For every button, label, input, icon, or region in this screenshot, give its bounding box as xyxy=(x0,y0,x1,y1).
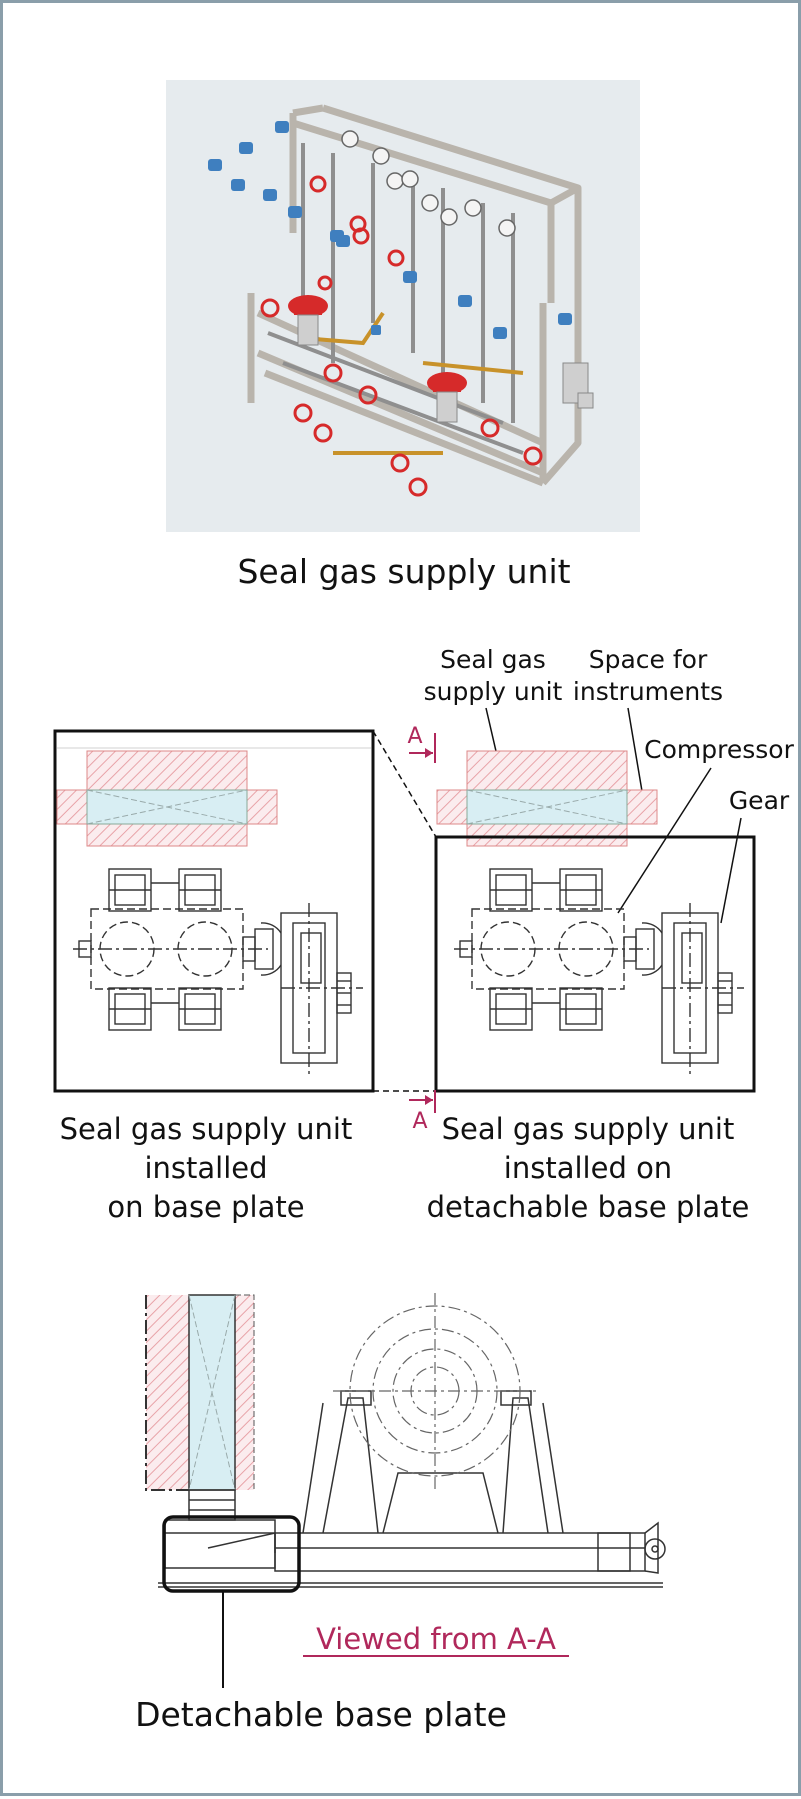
leader-compressor xyxy=(617,767,712,914)
svg-text:A: A xyxy=(407,724,422,749)
photo-caption: Seal gas supply unit xyxy=(237,552,570,591)
view-label: Viewed from A-A xyxy=(316,1622,556,1656)
svg-text:installed on: installed on xyxy=(504,1151,672,1185)
svg-text:Seal gas supply unit: Seal gas supply unit xyxy=(442,1112,735,1146)
section-view xyxy=(145,1293,666,1688)
callout-space-line1: Space for xyxy=(589,645,708,674)
leader-space xyxy=(627,707,645,804)
section-marker-bottom: A xyxy=(409,1090,436,1134)
svg-text:A: A xyxy=(412,1109,427,1134)
svg-text:installed: installed xyxy=(144,1151,267,1185)
machine-plan-right xyxy=(454,868,744,1078)
svg-text:detachable base plate: detachable base plate xyxy=(427,1190,750,1224)
left-caption: Seal gas supply unit installed on base p… xyxy=(60,1112,353,1224)
machine-plan-left xyxy=(73,868,363,1078)
detachable-plate-highlight xyxy=(162,1515,301,1593)
svg-text:Seal gas supply unit: Seal gas supply unit xyxy=(60,1112,353,1146)
callout-gear: Gear xyxy=(729,786,790,815)
zoom-lines xyxy=(372,730,437,1092)
callout-seal-gas-line1: Seal gas xyxy=(440,645,546,674)
plan-right xyxy=(434,750,756,1093)
leader-gear xyxy=(720,817,742,924)
section-marker-top: A xyxy=(407,724,436,763)
callout-compressor: Compressor xyxy=(644,735,794,764)
svg-text:on base plate: on base plate xyxy=(107,1190,304,1224)
callout-seal-gas-line2: supply unit xyxy=(424,677,563,706)
callout-space-line2: instruments xyxy=(573,677,723,706)
right-caption: Seal gas supply unit installed on detach… xyxy=(427,1112,750,1224)
detachable-base-plate-label: Detachable base plate xyxy=(135,1695,507,1734)
plan-callouts: Seal gas supply unit Space for instrumen… xyxy=(424,645,795,924)
seal-gas-unit-photo xyxy=(166,80,640,532)
diagram-canvas: Seal gas supply unit Seal gas supply uni… xyxy=(53,80,795,1734)
